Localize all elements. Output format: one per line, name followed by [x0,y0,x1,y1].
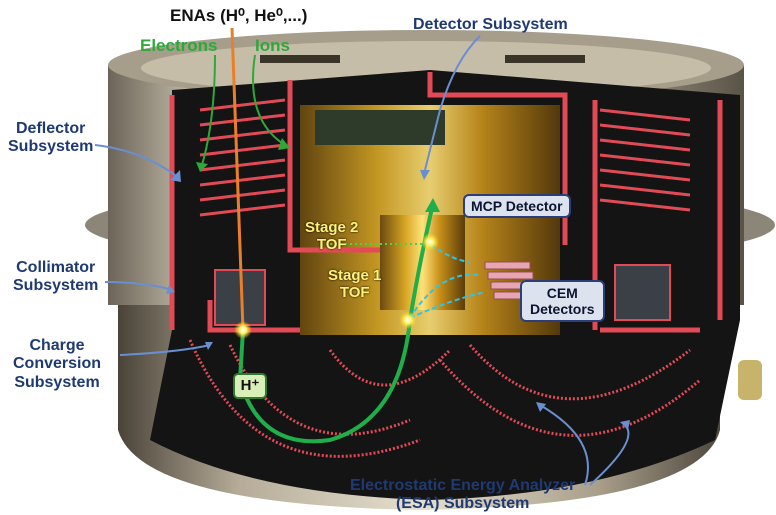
electrons-path [201,54,216,166]
collimator-subsystem-label: Collimator Subsystem [13,259,98,296]
detector-subsystem-label: Detector Subsystem [413,16,568,33]
cem-line1: CEM [546,285,578,301]
leader-arrowheads [166,170,630,430]
stage1-line2: TOF [339,284,370,302]
charge-line3: Subsystem [14,373,100,391]
ions-path [252,54,286,146]
stage1-glow [399,311,417,329]
esa-subsystem-label: Electrostatic Energy Analyzer (ESA) Subs… [350,477,575,514]
rim-connectors [260,55,585,63]
deflector-subsystem-label: Deflector Subsystem [8,120,93,157]
electrons-arrowhead [196,162,208,172]
ion-trajectory [237,207,434,444]
cem-detectors-label: CEM Detectors [520,280,605,323]
charge-line2: Conversion [13,355,102,373]
stage2-tof-label: Stage 2 TOF [305,219,358,254]
h-plus-label: H⁺ [233,373,267,399]
ions-label: Ions [255,36,290,55]
enas-beam [230,27,245,331]
side-connector [738,360,762,400]
stage1-tof-label: Stage 1 TOF [328,267,381,302]
deflector-line2: Subsystem [8,138,94,156]
tof-cylinder [380,215,465,310]
ion-trajectory-arrowhead [425,198,440,212]
charge-conversion-label: Charge Conversion Subsystem [13,337,101,392]
stage2-glow [421,233,439,251]
ions-arrowhead [278,138,290,150]
charge-conversion-glow [234,321,252,339]
esa-line2: (ESA) Subsystem [395,495,530,513]
enas-label: ENAs (H⁰, He⁰,...) [170,6,308,25]
esa-line1: Electrostatic Energy Analyzer [350,477,576,494]
charge-line1: Charge [29,337,85,354]
collimator-line2: Subsystem [13,277,99,295]
cem-detector-stack [484,261,540,300]
deflector-fins [199,98,691,217]
collimator-line1: Collimator [16,259,96,276]
stage2-line2: TOF [316,236,347,254]
detector-board [315,110,445,145]
collimator-block-right [614,264,671,321]
cem-line2: Detectors [530,301,595,318]
deflector-line1: Deflector [16,120,86,137]
mcp-detector-label: MCP Detector [463,194,571,219]
electrons-label: Electrons [140,36,218,55]
stage2-line1: Stage 2 [305,219,359,236]
stage1-line1: Stage 1 [328,267,382,284]
